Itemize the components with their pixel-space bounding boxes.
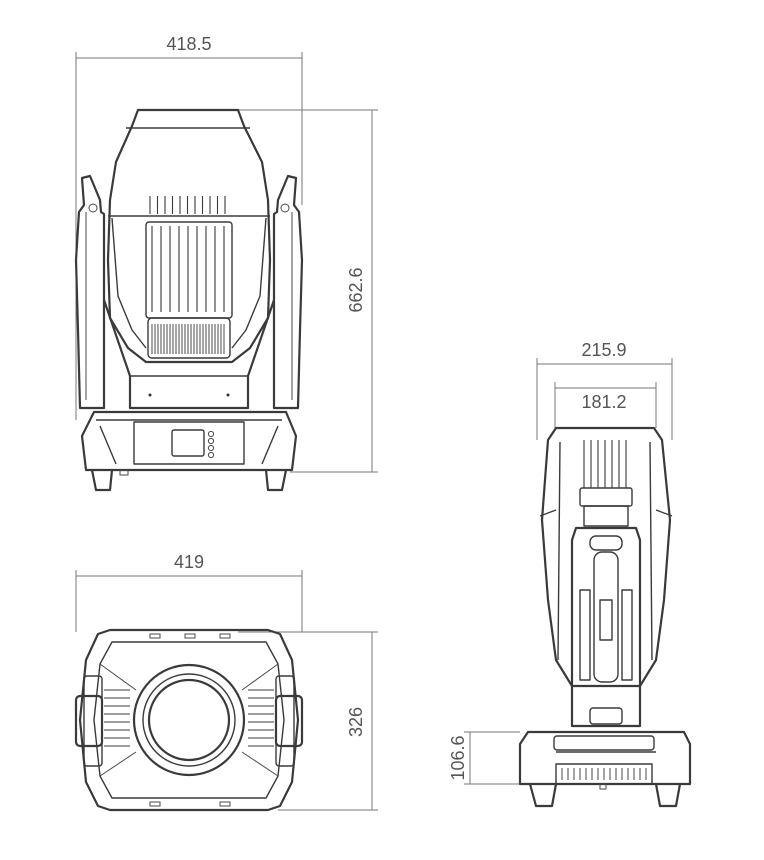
side-base-height-label: 106.6 [448, 735, 468, 780]
front-fins [149, 196, 226, 312]
front-height-label: 662.6 [346, 267, 366, 312]
bottom-view: 419 326 [74, 552, 378, 812]
side-view: 215.9 181.2 106.6 [448, 340, 692, 808]
front-view: 418.5 662.6 [74, 34, 378, 492]
bottom-depth-label: 326 [346, 707, 366, 737]
side-inner-width-label: 181.2 [581, 392, 626, 412]
bottom-width-label: 419 [174, 552, 204, 572]
side-outer-width-label: 215.9 [581, 340, 626, 360]
front-width-label: 418.5 [166, 34, 211, 54]
